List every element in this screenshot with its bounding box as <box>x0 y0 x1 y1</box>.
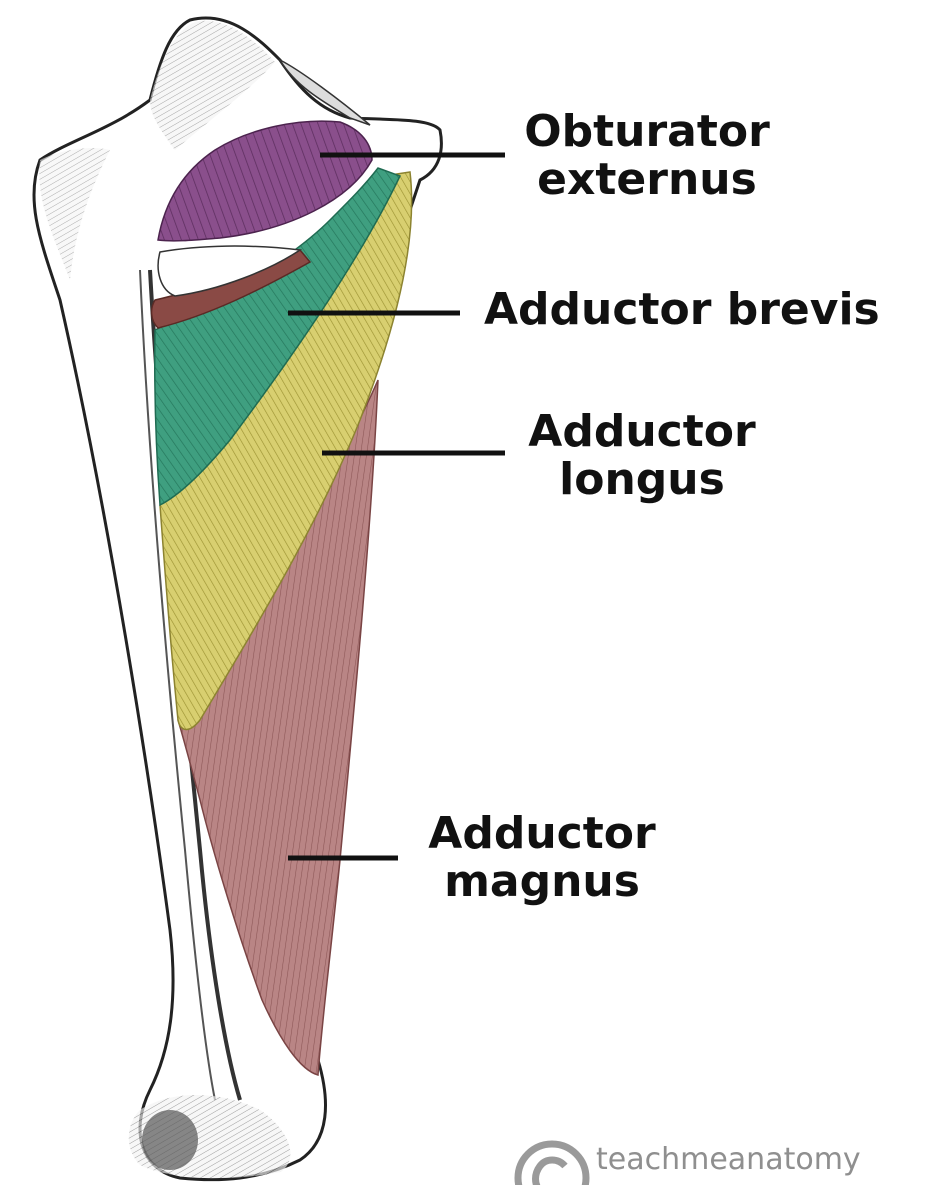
copyright-icon <box>512 1138 592 1185</box>
label-adductor-longus-line1: Adductor <box>512 408 772 456</box>
label-adductor-brevis: Adductor brevis <box>484 286 880 334</box>
watermark: teachmeanatomy <box>512 1138 932 1185</box>
label-obturator-externus: Obturator externus <box>512 108 782 204</box>
label-adductor-longus-line2: longus <box>512 456 772 504</box>
watermark-text: teachmeanatomy <box>596 1142 861 1177</box>
label-adductor-brevis-line1: Adductor brevis <box>484 286 880 334</box>
label-obturator-externus-line2: externus <box>512 156 782 204</box>
label-adductor-magnus-line1: Adductor <box>412 810 672 858</box>
label-adductor-magnus-line2: magnus <box>412 858 672 906</box>
label-obturator-externus-line1: Obturator <box>512 108 782 156</box>
label-adductor-longus: Adductor longus <box>512 408 772 504</box>
label-adductor-magnus: Adductor magnus <box>412 810 672 906</box>
